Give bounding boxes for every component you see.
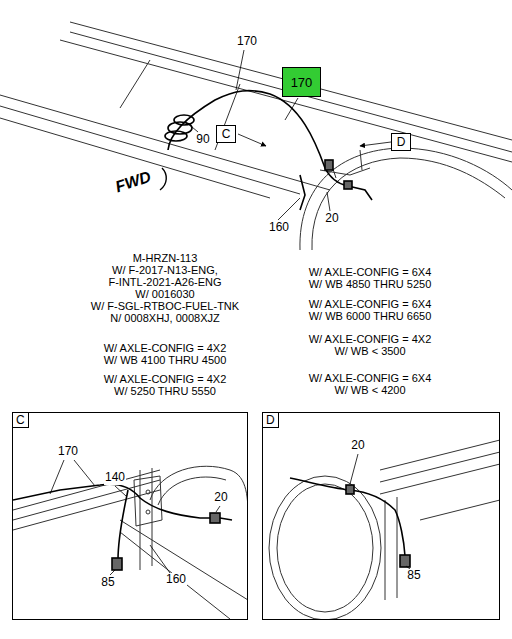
usage-note: W/ AXLE-CONFIG = 4X2 W/ WB 4100 THRU 450…	[103, 342, 228, 366]
callout-number: 170	[291, 75, 313, 90]
fender	[300, 148, 512, 250]
frame-rail	[0, 22, 512, 198]
wire-harness	[290, 478, 410, 567]
forward-indicator: FWD	[112, 167, 154, 196]
frame-rail	[13, 468, 247, 619]
usage-note: W/ AXLE-CONFIG = 6X4 W/ WB 4850 THRU 525…	[308, 266, 433, 290]
callout-number: 90	[195, 133, 210, 147]
callout-number: 85	[406, 569, 421, 583]
leader-line	[350, 454, 410, 569]
callout-number: 85	[100, 576, 115, 590]
callout-number: D	[397, 135, 406, 149]
leader-line	[50, 460, 220, 575]
forward-arrow	[160, 168, 166, 190]
callout-number: 140	[104, 471, 126, 485]
callout-number: 20	[324, 212, 339, 226]
fuel-tank	[150, 466, 247, 520]
usage-note: W/ AXLE-CONFIG = 4X2 W/ WB < 3500	[308, 333, 433, 357]
view-marker: C	[216, 125, 236, 143]
leader-line	[186, 50, 391, 220]
callout-number: C	[222, 127, 231, 141]
callout-number: 20	[350, 439, 365, 453]
wire-harness	[165, 91, 372, 210]
view-label: D	[263, 413, 279, 428]
frame-rail	[380, 440, 499, 600]
usage-note: W/ AXLE-CONFIG = 6X4 W/ WB 6000 THRU 665…	[308, 298, 433, 322]
callout-number: 160	[165, 573, 187, 587]
bracket	[134, 476, 162, 526]
fuel-tank-ring	[269, 476, 381, 619]
usage-note: W/ AXLE-CONFIG = 6X4 W/ WB < 4200	[308, 372, 433, 396]
detail-panel: D	[262, 412, 500, 620]
callout-number: 170	[57, 445, 79, 459]
callout-number: 170	[236, 35, 258, 49]
callout-number: 160	[268, 221, 290, 235]
wire-harness	[13, 484, 232, 570]
usage-note: M-HRZN-113 W/ F-2017-N13-ENG, F-INTL-202…	[90, 252, 240, 324]
callout-box: 170	[282, 67, 321, 97]
detail-panel: C	[12, 412, 248, 620]
usage-note: W/ AXLE-CONFIG = 4X2 W/ 5250 THRU 5550	[103, 373, 228, 397]
view-marker: D	[391, 133, 411, 151]
callout-number: 20	[213, 491, 228, 505]
view-label: C	[13, 413, 29, 428]
